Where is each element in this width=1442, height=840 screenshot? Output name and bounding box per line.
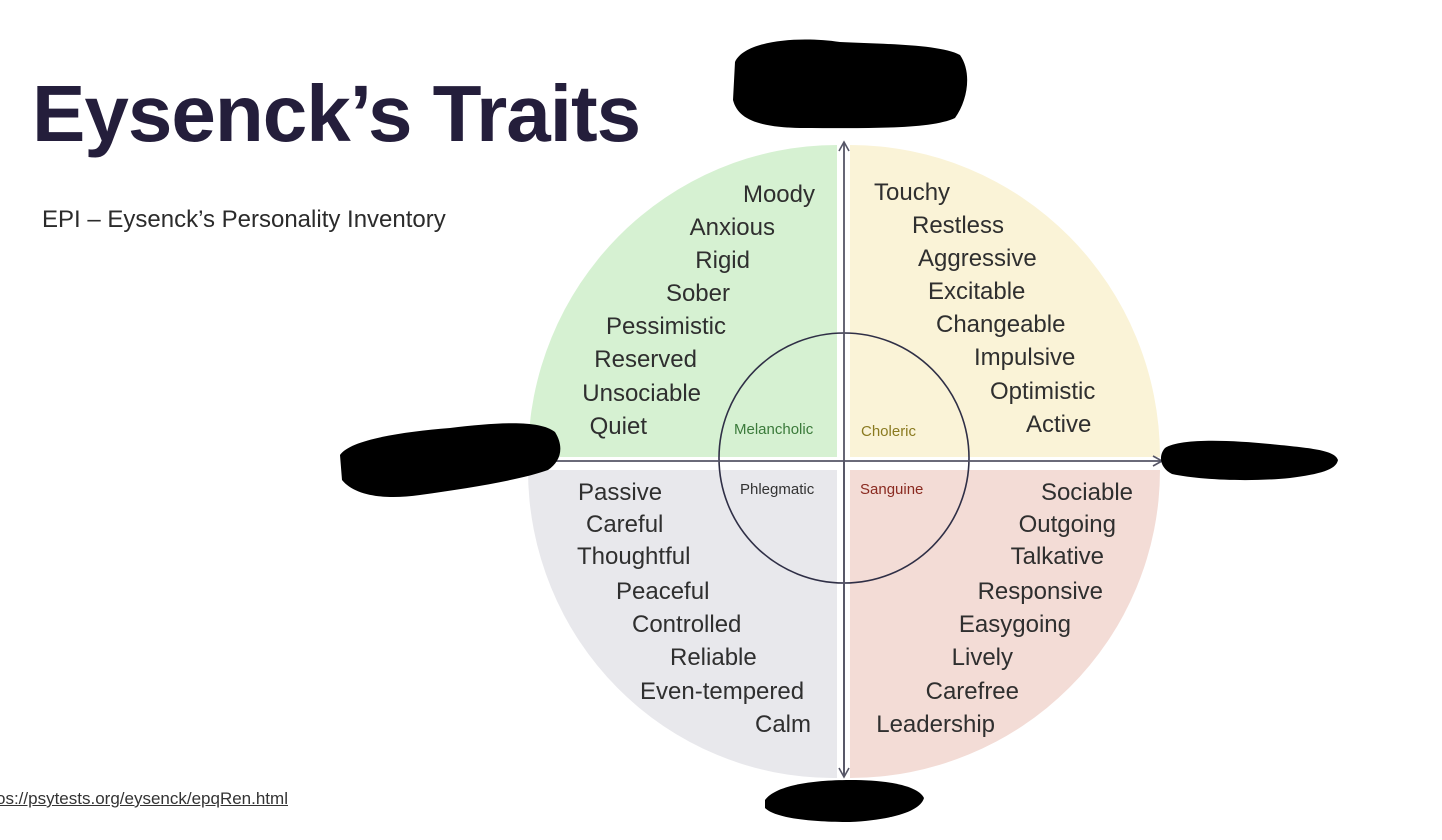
- trait-sanguine-outgoing: Outgoing: [1019, 511, 1116, 538]
- trait-choleric-touchy: Touchy: [874, 179, 950, 206]
- redaction-left: [340, 423, 561, 498]
- temperament-label-melancholic: Melancholic: [734, 421, 814, 438]
- trait-melancholic-unsociable: Unsociable: [582, 380, 701, 407]
- quadrant-sanguine: [850, 470, 1160, 778]
- trait-phlegmatic-controlled: Controlled: [632, 611, 741, 638]
- quadrant-phlegmatic: [528, 470, 837, 778]
- trait-melancholic-sober: Sober: [666, 280, 730, 307]
- temperament-label-phlegmatic: Phlegmatic: [740, 481, 815, 498]
- trait-melancholic-quiet: Quiet: [590, 413, 648, 440]
- quadrant-melancholic: [528, 145, 837, 457]
- trait-melancholic-anxious: Anxious: [690, 214, 775, 241]
- trait-phlegmatic-thoughtful: Thoughtful: [577, 543, 690, 570]
- trait-melancholic-pessimistic: Pessimistic: [606, 313, 726, 340]
- source-link[interactable]: os://psytests.org/eysenck/epqRen.html: [0, 789, 288, 808]
- trait-phlegmatic-peaceful: Peaceful: [616, 578, 709, 605]
- trait-melancholic-moody: Moody: [743, 181, 815, 208]
- trait-phlegmatic-reliable: Reliable: [670, 644, 757, 671]
- temperament-label-sanguine: Sanguine: [860, 481, 923, 498]
- trait-sanguine-lively: Lively: [952, 644, 1013, 671]
- trait-choleric-restless: Restless: [912, 212, 1004, 239]
- redaction-right: [1160, 440, 1338, 481]
- trait-phlegmatic-calm: Calm: [755, 711, 811, 738]
- trait-sanguine-easygoing: Easygoing: [959, 611, 1071, 638]
- trait-choleric-aggressive: Aggressive: [918, 245, 1037, 272]
- redaction-top: [733, 39, 968, 129]
- trait-sanguine-carefree: Carefree: [926, 678, 1019, 705]
- trait-labels: MoodyAnxiousRigidSoberPessimisticReserve…: [577, 179, 1133, 738]
- trait-sanguine-leadership: Leadership: [876, 711, 995, 738]
- page-title: Eysenck’s Traits: [32, 69, 641, 158]
- trait-choleric-changeable: Changeable: [936, 311, 1065, 338]
- trait-choleric-excitable: Excitable: [928, 278, 1025, 305]
- trait-phlegmatic-even-tempered: Even-tempered: [640, 678, 804, 705]
- page-subtitle: EPI – Eysenck’s Personality Inventory: [42, 206, 446, 233]
- redaction-bottom: [765, 780, 924, 822]
- trait-phlegmatic-passive: Passive: [578, 479, 662, 506]
- trait-choleric-impulsive: Impulsive: [974, 344, 1075, 371]
- quadrant-choleric: [850, 145, 1160, 457]
- temperament-label-choleric: Choleric: [861, 423, 917, 440]
- trait-melancholic-reserved: Reserved: [594, 346, 697, 373]
- trait-choleric-active: Active: [1026, 411, 1091, 438]
- trait-phlegmatic-careful: Careful: [586, 511, 663, 538]
- trait-sanguine-sociable: Sociable: [1041, 479, 1133, 506]
- trait-melancholic-rigid: Rigid: [695, 247, 750, 274]
- trait-sanguine-responsive: Responsive: [978, 578, 1103, 605]
- trait-choleric-optimistic: Optimistic: [990, 378, 1095, 405]
- trait-sanguine-talkative: Talkative: [1011, 543, 1104, 570]
